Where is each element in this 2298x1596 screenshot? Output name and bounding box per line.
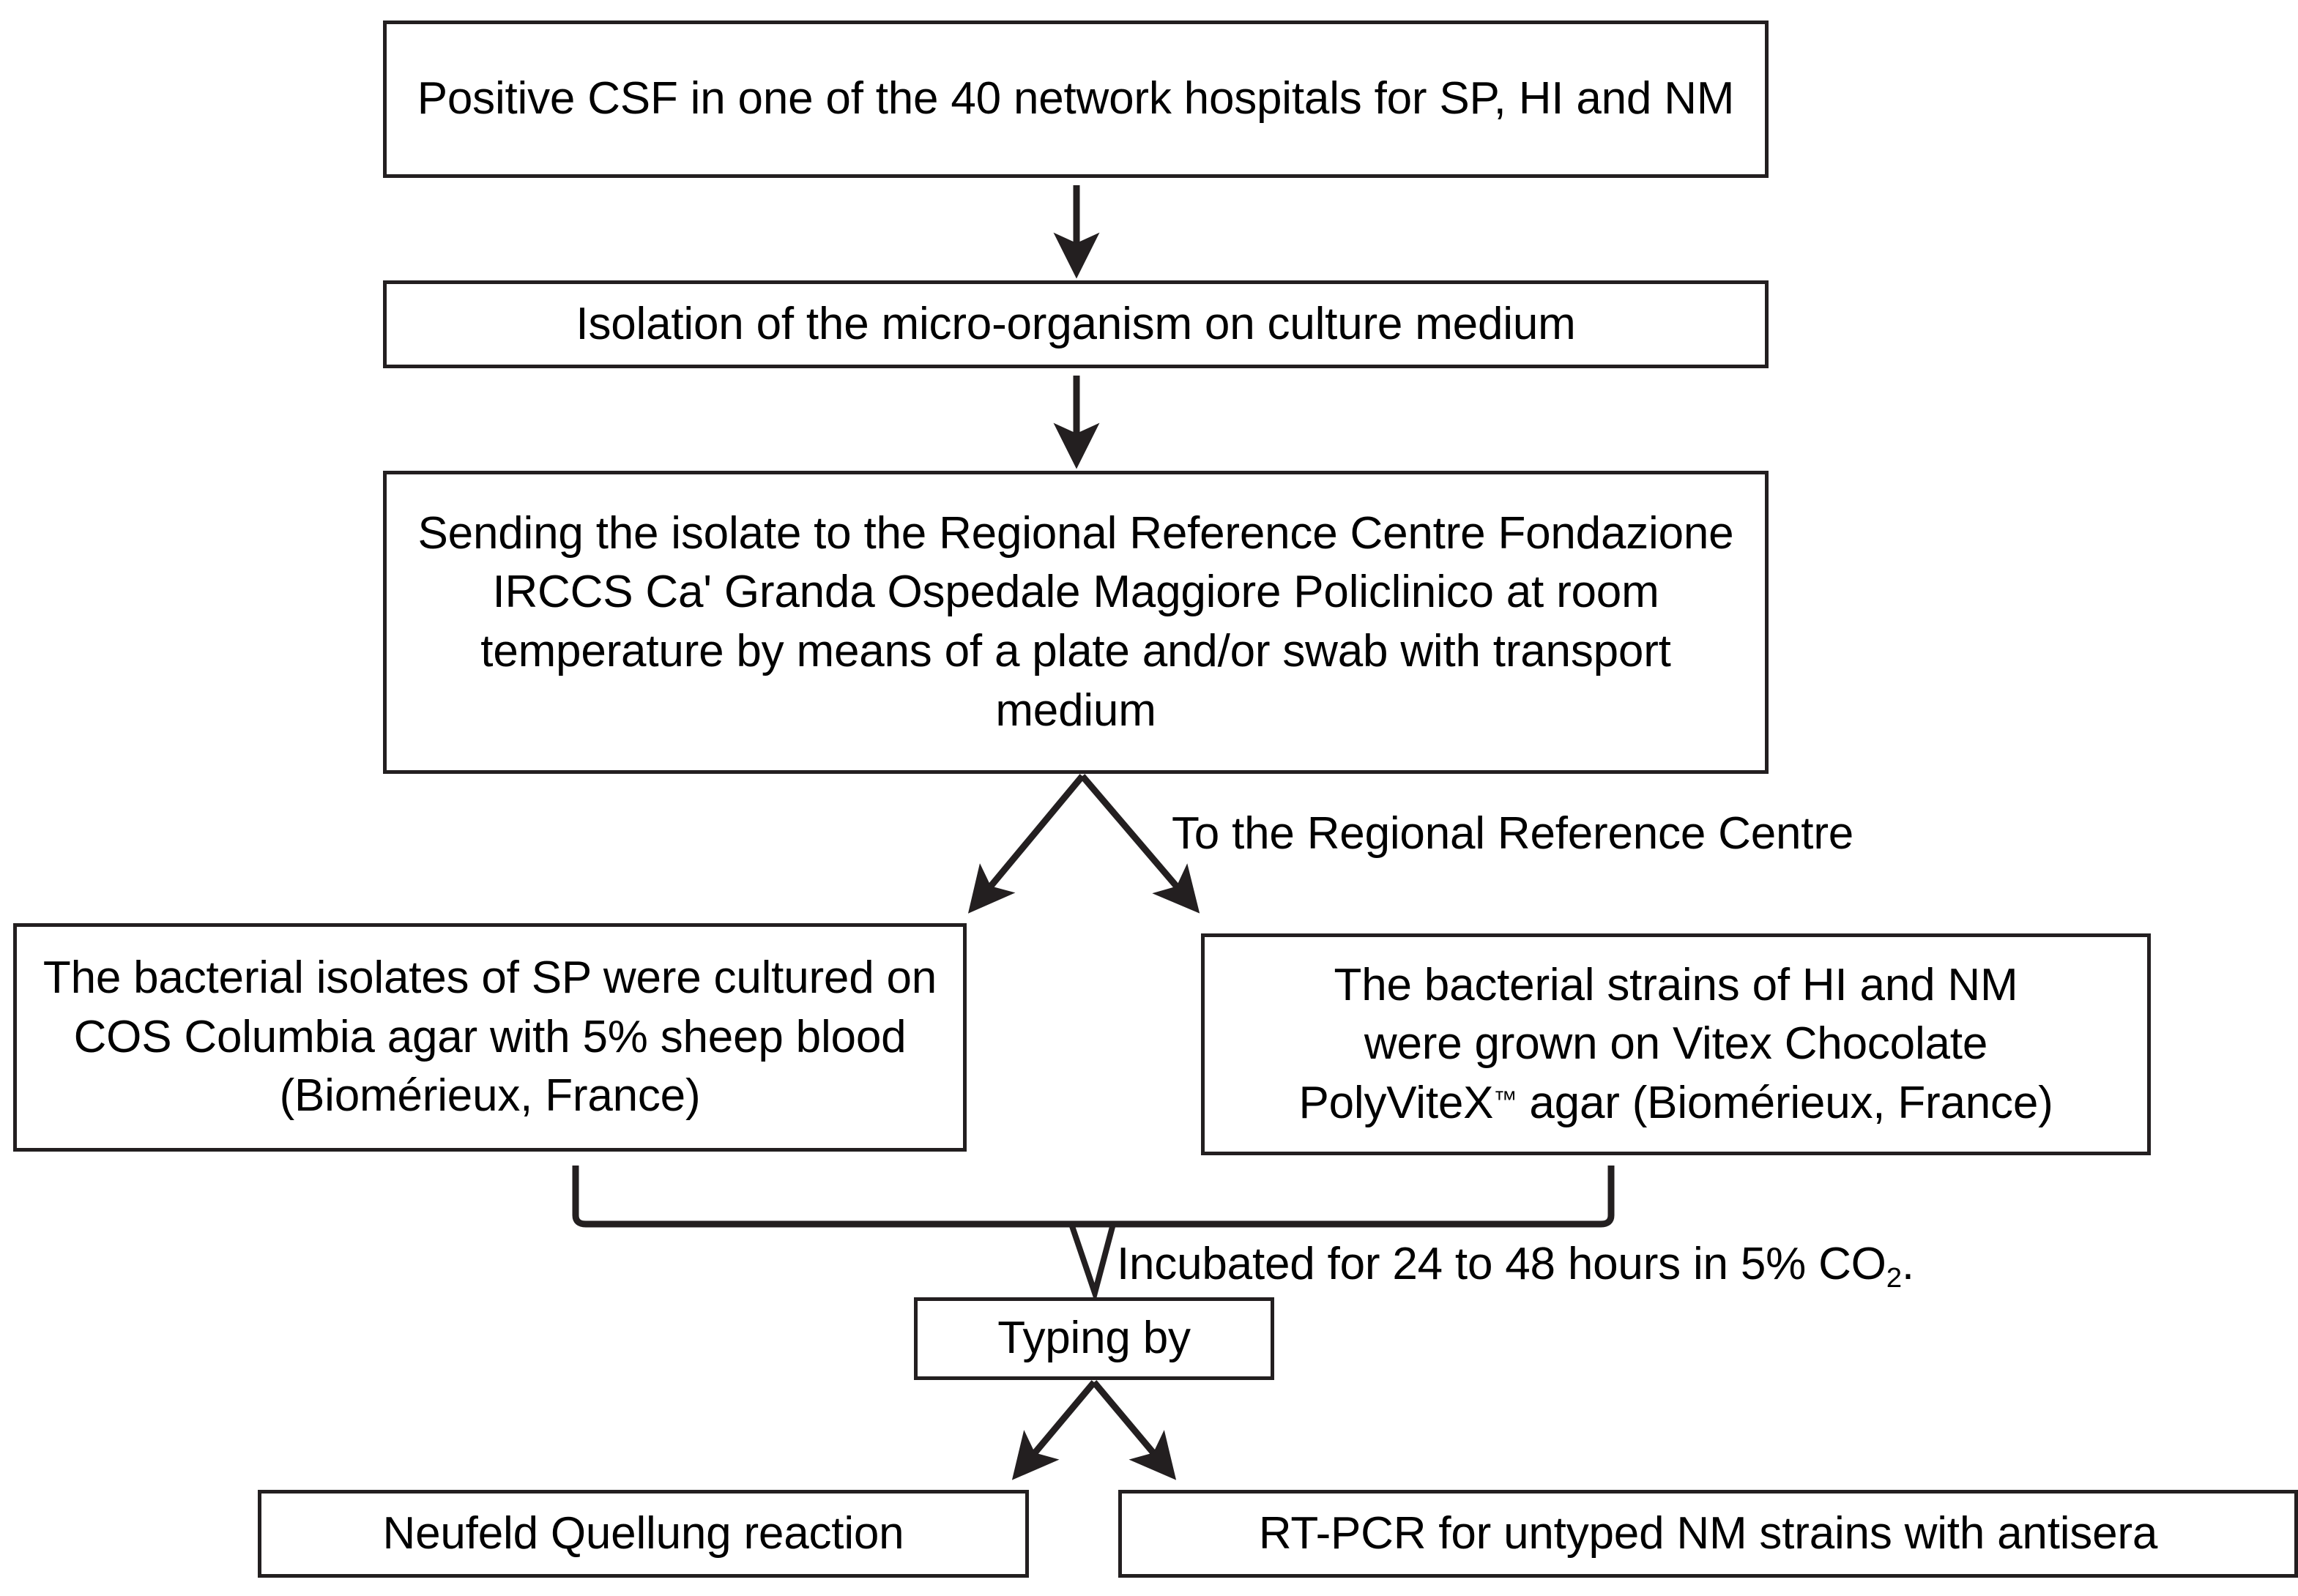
trademark-symbol: ™ bbox=[1493, 1086, 1517, 1113]
hi-nm-line-2: were grown on Vitex Chocolate bbox=[1364, 1018, 1988, 1070]
node-neufeld-label: Neufeld Quellung reaction bbox=[382, 1507, 904, 1559]
node-rtpcr-label: RT-PCR for untyped NM strains with antis… bbox=[1258, 1507, 2158, 1559]
node-rt-pcr-untyped-nm[interactable]: RT-PCR for untyped NM strains with antis… bbox=[1118, 1490, 2298, 1578]
co2-subscript: 2 bbox=[1886, 1261, 1902, 1294]
edge-label-incubation-conditions: Incubated for 24 to 48 hours in 5% CO2. bbox=[1117, 1237, 1914, 1295]
hi-nm-line-3-pre: PolyViteX bbox=[1298, 1077, 1494, 1128]
node-sending-isolate-label: Sending the isolate to the Regional Refe… bbox=[417, 507, 1734, 736]
edge-label-incubated-pre: Incubated for 24 to 48 hours in 5% CO bbox=[1117, 1239, 1886, 1289]
node-positive-csf[interactable]: Positive CSF in one of the 40 network ho… bbox=[383, 20, 1769, 178]
arrow-sending-to-sp bbox=[967, 774, 1085, 914]
merge-stub bbox=[1068, 1223, 1116, 1303]
node-neufeld-quellung-reaction[interactable]: Neufeld Quellung reaction bbox=[258, 1490, 1029, 1578]
node-hi-nm-culture-label: The bacterial strains of HI and NM were … bbox=[1221, 956, 2131, 1133]
hi-nm-line-3-post: agar (Biomérieux, France) bbox=[1517, 1077, 2053, 1128]
edge-label-to-regional-reference-centre: To the Regional Reference Centre bbox=[1172, 807, 1853, 861]
node-hi-nm-culture-media[interactable]: The bacterial strains of HI and NM were … bbox=[1201, 933, 2151, 1155]
node-positive-csf-label: Positive CSF in one of the 40 network ho… bbox=[417, 73, 1735, 124]
edge-label-incubated-post: . bbox=[1901, 1239, 1914, 1289]
node-typing-by-label: Typing by bbox=[997, 1313, 1191, 1364]
arrow-typing-to-rtpcr bbox=[1091, 1380, 1177, 1480]
node-sp-culture-media[interactable]: The bacterial isolates of SP were cultur… bbox=[13, 923, 967, 1152]
node-sending-isolate-to-reference-centre[interactable]: Sending the isolate to the Regional Refe… bbox=[383, 471, 1769, 774]
edge-label-to-rrc-text: To the Regional Reference Centre bbox=[1172, 808, 1854, 859]
node-sp-culture-label: The bacterial isolates of SP were cultur… bbox=[42, 952, 937, 1122]
node-isolation-of-microorganism[interactable]: Isolation of the micro-organism on cultu… bbox=[383, 280, 1769, 368]
node-isolation-label: Isolation of the micro-organism on cultu… bbox=[576, 298, 1576, 349]
merge-bracket bbox=[572, 1166, 1615, 1228]
arrow-typing-to-neufeld bbox=[1011, 1380, 1097, 1480]
hi-nm-line-1: The bacterial strains of HI and NM bbox=[1334, 959, 2018, 1010]
node-typing-by[interactable]: Typing by bbox=[914, 1297, 1274, 1380]
